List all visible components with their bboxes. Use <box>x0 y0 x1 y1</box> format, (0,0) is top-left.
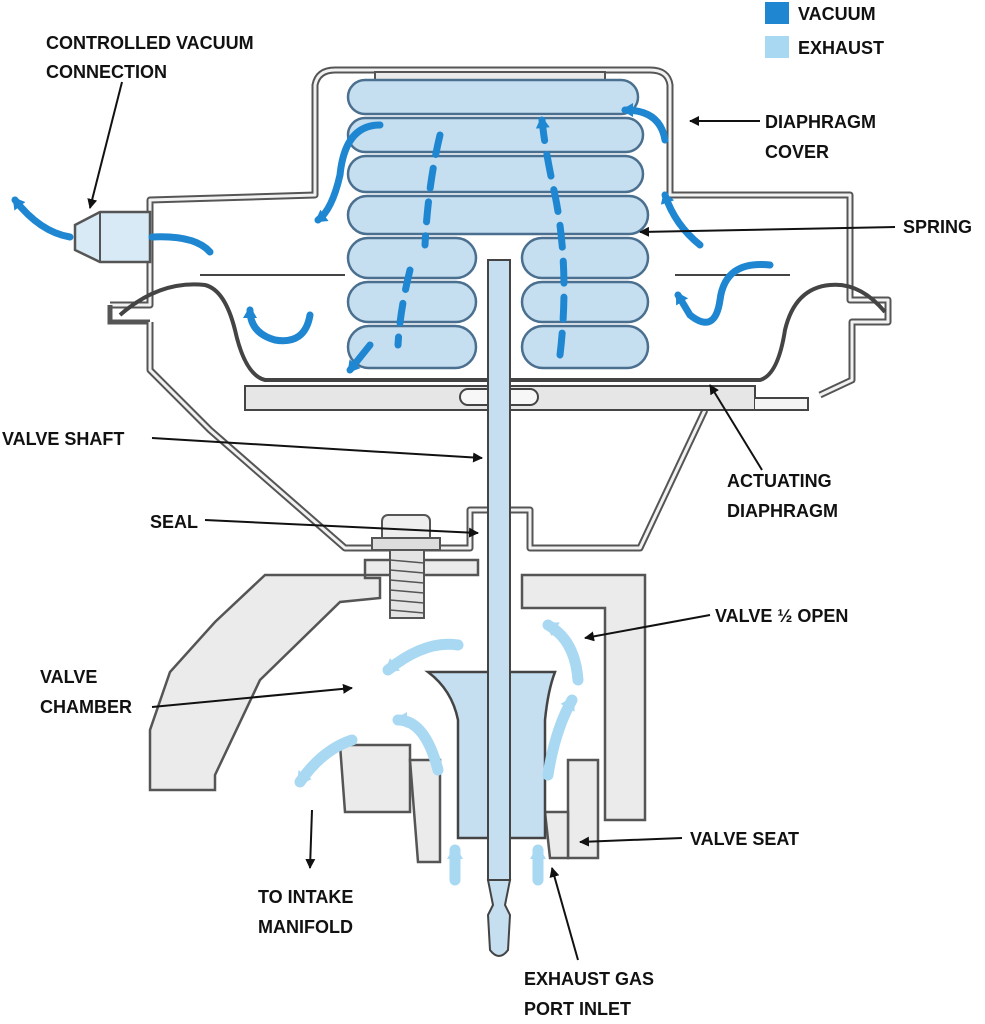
label-spring: SPRING <box>903 217 972 237</box>
label-exhaust-port-line1: EXHAUST GAS <box>524 969 654 989</box>
label-exhaust-port-line2: PORT INLET <box>524 999 631 1019</box>
label-to-intake-line2: MANIFOLD <box>258 917 353 937</box>
legend-exhaust-swatch <box>765 36 789 58</box>
vacuum-connection-nipple <box>73 210 152 264</box>
label-actuating-diaphragm-line2: DIAPHRAGM <box>727 501 838 521</box>
legend-exhaust-label: EXHAUST <box>798 38 884 58</box>
vacuum-flow-arrows <box>11 103 774 374</box>
label-valve-chamber-line1: VALVE <box>40 667 97 687</box>
labels: CONTROLLED VACUUM CONNECTION DIAPHRAGM C… <box>2 33 972 1019</box>
label-valve-half-open: VALVE ½ OPEN <box>715 606 848 626</box>
leader-lines <box>87 81 896 961</box>
label-diaphragm-cover-line2: COVER <box>765 142 829 162</box>
label-seal: SEAL <box>150 512 198 532</box>
valve-shaft <box>486 259 512 957</box>
label-diaphragm-cover-line1: DIAPHRAGM <box>765 112 876 132</box>
exhaust-flow-arrows <box>294 619 584 886</box>
spring <box>346 78 650 370</box>
label-controlled-vacuum-line1: CONTROLLED VACUUM <box>46 33 254 53</box>
legend: VACUUM EXHAUST <box>765 2 884 58</box>
legend-vacuum-swatch <box>765 2 789 24</box>
label-controlled-vacuum-line2: CONNECTION <box>46 62 167 82</box>
label-valve-shaft: VALVE SHAFT <box>2 429 124 449</box>
valve-body <box>148 558 647 864</box>
label-valve-seat: VALVE SEAT <box>690 829 799 849</box>
label-to-intake-line1: TO INTAKE <box>258 887 353 907</box>
label-valve-chamber-line2: CHAMBER <box>40 697 132 717</box>
label-actuating-diaphragm-line1: ACTUATING <box>727 471 832 491</box>
legend-vacuum-label: VACUUM <box>798 4 876 24</box>
